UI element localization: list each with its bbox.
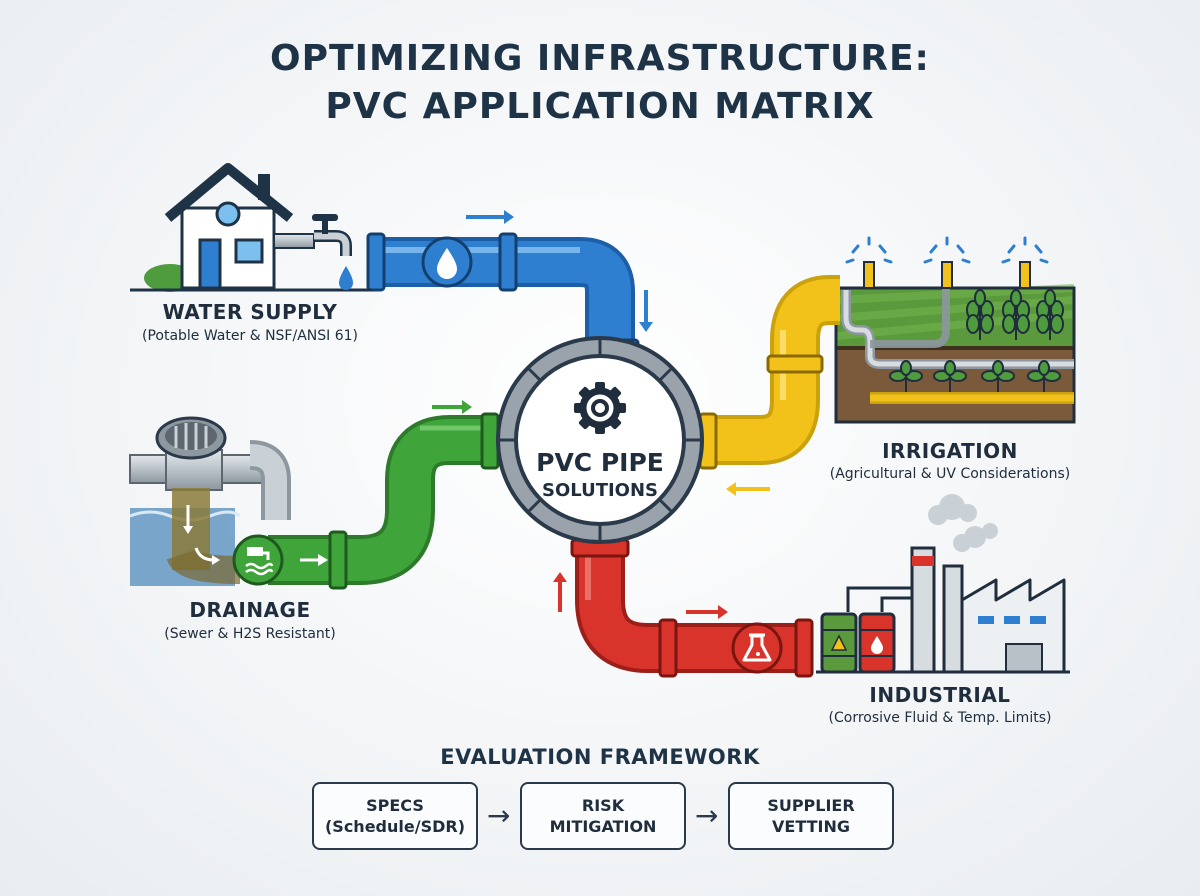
- storm-drain-icon: [155, 416, 227, 460]
- framework-step-specs: SPECS (Schedule/SDR): [312, 782, 478, 850]
- house-icon: [130, 163, 372, 292]
- industrial-subtitle: (Corrosive Fluid & Temp. Limits): [828, 710, 1052, 726]
- industrial-title: INDUSTRIAL: [869, 683, 1011, 707]
- framework-step-sublabel: MITIGATION: [549, 817, 657, 836]
- irrigation-field: [834, 236, 1076, 424]
- framework-step-label: RISK: [581, 796, 625, 815]
- framework-step-sublabel: VETTING: [772, 817, 850, 836]
- industrial-pipe: [553, 528, 814, 678]
- framework-arrow-icon: →: [695, 799, 719, 832]
- flow-arrow-red: [553, 572, 728, 619]
- hub-label-line-1: PVC PIPE: [536, 448, 664, 477]
- framework-step-label: SPECS: [366, 796, 424, 815]
- factory-icon: [816, 494, 1070, 674]
- water-drop-icon: [421, 236, 473, 288]
- pvc-hub: [496, 336, 704, 544]
- framework-step-sublabel: (Schedule/SDR): [324, 817, 466, 836]
- drainage-pipe: [232, 400, 500, 590]
- irrigation-pipe: [698, 275, 840, 496]
- water-supply-pipe: [366, 210, 653, 358]
- page-title-line-2: PVC APPLICATION MATRIX: [325, 86, 875, 127]
- drainage-scene: [129, 416, 291, 586]
- sprinkler-icon: [845, 236, 1049, 289]
- flow-arrow-blue: [466, 210, 653, 332]
- framework-step-label: SUPPLIER: [767, 796, 855, 815]
- page-title-line-1: OPTIMIZING INFRASTRUCTURE:: [270, 38, 930, 79]
- irrigation-subtitle: (Agricultural & UV Considerations): [829, 466, 1071, 482]
- water-supply-subtitle: (Potable Water & NSF/ANSI 61): [141, 328, 358, 344]
- barrel-icon: [820, 612, 896, 674]
- framework-title: EVALUATION FRAMEWORK: [440, 745, 760, 769]
- irrigation-title: IRRIGATION: [882, 439, 1018, 463]
- plant-icon: [889, 289, 1064, 392]
- flask-icon: [731, 622, 783, 674]
- faucet-icon: [273, 214, 353, 290]
- outflow-icon: [232, 534, 284, 586]
- gear-icon: [574, 382, 626, 434]
- hub-label-line-2: SOLUTIONS: [541, 480, 658, 501]
- framework-step-risk: RISK MITIGATION: [520, 782, 686, 850]
- flow-arrow-green: [300, 400, 472, 566]
- flow-arrow-yellow: [726, 482, 770, 496]
- water-supply-title: WATER SUPPLY: [162, 300, 338, 324]
- framework-arrow-icon: →: [487, 799, 511, 832]
- drainage-title: DRAINAGE: [189, 598, 311, 622]
- framework-step-supplier: SUPPLIER VETTING: [728, 782, 894, 850]
- drainage-subtitle: (Sewer & H2S Resistant): [164, 626, 336, 642]
